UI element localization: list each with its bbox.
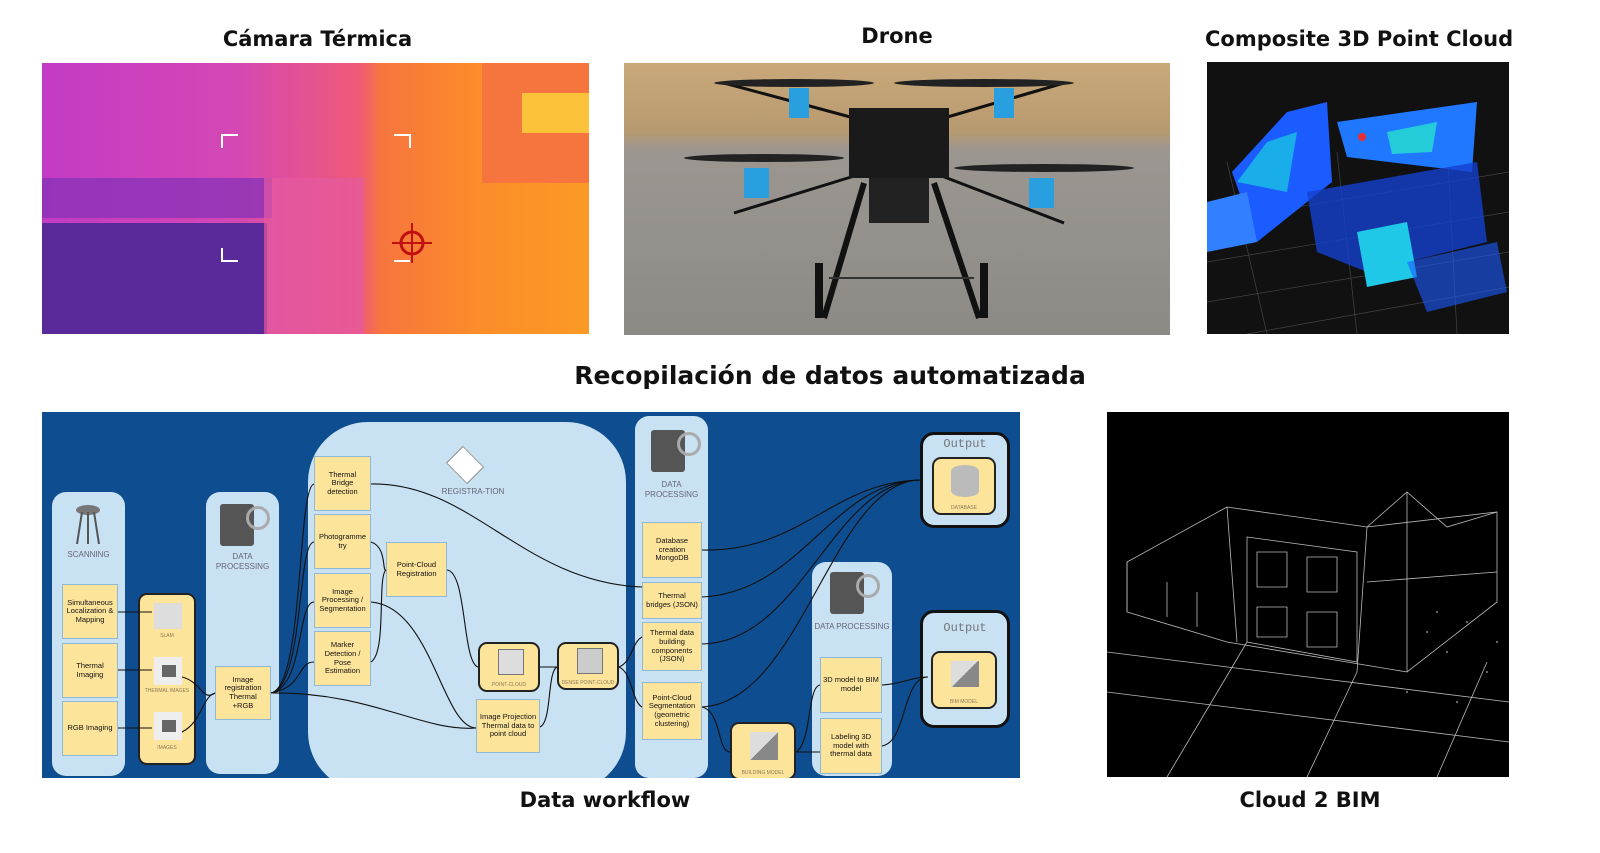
output-database: Output DATABASE xyxy=(920,432,1010,528)
thermal-imaging-box: Thermal Imaging xyxy=(62,643,118,698)
gear-icon-2 xyxy=(677,432,701,456)
pointcloud-icon xyxy=(498,649,524,675)
image-projection-box: Image Projection Thermal data to point c… xyxy=(476,699,540,753)
thermal-window xyxy=(42,223,267,334)
slam-box: Simultaneous Localization & Mapping xyxy=(62,584,118,639)
point-cloud-registration-box: Point-Cloud Registration xyxy=(386,542,447,597)
point-cloud-segmentation-box: Point-Cloud Segmentation (geometric clus… xyxy=(642,682,702,740)
processing-group-1: DATA PROCESSING xyxy=(206,492,279,774)
building-model-icon xyxy=(750,732,778,760)
section-title: Recopilación de datos automatizada xyxy=(574,361,1086,390)
bim-conversion-box: 3D model to BIM model xyxy=(820,657,882,713)
bim-wireframe xyxy=(1107,491,1509,777)
labeling-thermal-box: Labeling 3D model with thermal data xyxy=(820,718,882,774)
pointcloud-node: POINT-CLOUD xyxy=(478,642,540,692)
point-cloud-image xyxy=(1207,62,1509,334)
dense-pointcloud-node: DENSE POINT-CLOUD xyxy=(557,642,619,690)
processing-label-2: DATA PROCESSING xyxy=(644,480,699,499)
output-bim: Output BIM MODEL xyxy=(920,610,1010,728)
gear-icon-3 xyxy=(856,574,880,598)
images-label: IMAGES xyxy=(157,745,177,751)
thermal-images-label: THERMAL IMAGES xyxy=(144,688,190,694)
thermal-camera-image xyxy=(42,63,589,334)
drone-image xyxy=(624,63,1170,335)
caption-cloud2bim: Cloud 2 BIM xyxy=(1239,788,1381,812)
registration-cube-icon xyxy=(445,445,485,485)
slam-label: SLAM xyxy=(160,633,174,639)
image-processing-box: Image Processing / Segmentation xyxy=(314,573,371,628)
caption-drone: Drone xyxy=(861,24,933,48)
pointcloud-label: POINT-CLOUD xyxy=(491,682,527,688)
output-title-2: Output xyxy=(943,621,987,635)
database-node: DATABASE xyxy=(932,457,996,515)
point-cloud-drawing xyxy=(1207,102,1509,334)
processing-label-1: DATA PROCESSING xyxy=(215,552,270,571)
caption-workflow: Data workflow xyxy=(519,788,691,812)
thermal-hot-spot xyxy=(522,93,589,133)
thermal-images-icon xyxy=(154,657,182,685)
image-registration-box: Image registration Thermal +RGB xyxy=(215,666,271,720)
slam-icon xyxy=(154,603,182,629)
database-icon xyxy=(951,465,979,497)
bim-model-node: BIM MODEL xyxy=(931,651,997,709)
gear-icon xyxy=(246,506,270,530)
thermal-data-components-box: Thermal data building components (JSON) xyxy=(642,622,702,671)
input-data-group: SLAM THERMAL IMAGES IMAGES xyxy=(138,593,196,765)
output-title-1: Output xyxy=(943,437,987,451)
cloud2bim-image xyxy=(1107,412,1509,777)
photogrammetry-box: Photogramme try xyxy=(314,514,371,569)
bim-model-label: BIM MODEL xyxy=(949,699,979,705)
thermal-bridges-json-box: Thermal bridges (JSON) xyxy=(642,582,702,619)
building-model-node: BUILDING MODEL xyxy=(730,722,796,778)
drone-drawing xyxy=(684,79,1134,319)
marker-detection-box: Marker Detection / Pose Estimation xyxy=(314,631,371,686)
bim-model-icon xyxy=(951,661,979,687)
data-workflow-diagram: SCANNING Simultaneous Localization & Map… xyxy=(42,412,1020,778)
dense-pointcloud-label: DENSE POINT-CLOUD xyxy=(561,680,615,686)
thermal-wall xyxy=(264,178,364,334)
caption-thermal-camera: Cámara Térmica xyxy=(222,27,413,51)
registration-label: REGISTRA-TION xyxy=(441,487,505,496)
thermal-window-frame xyxy=(42,178,272,218)
scanning-label: SCANNING xyxy=(67,550,110,559)
thermal-bridge-detection-box: Thermal Bridge detection xyxy=(314,456,371,511)
thermal-reticle xyxy=(221,134,432,263)
caption-point-cloud: Composite 3D Point Cloud xyxy=(1205,27,1514,51)
database-label: DATABASE xyxy=(951,505,977,511)
rgb-imaging-box: RGB Imaging xyxy=(62,701,118,756)
dense-pointcloud-icon xyxy=(577,648,603,674)
database-creation-box: Database creation MongoDB xyxy=(642,522,702,578)
images-icon xyxy=(154,712,182,740)
scanner-icon xyxy=(74,504,102,544)
building-model-label: BUILDING MODEL xyxy=(741,770,785,776)
connector xyxy=(701,479,921,551)
processing-label-3: DATA PROCESSING xyxy=(814,622,890,631)
